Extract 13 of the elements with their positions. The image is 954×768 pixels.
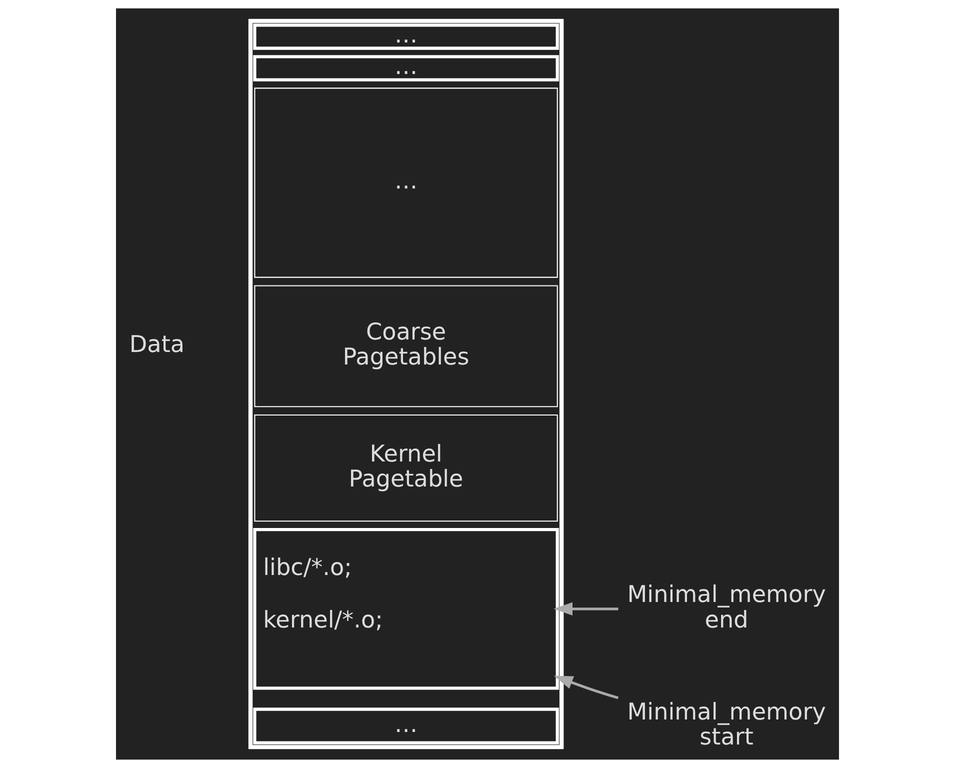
node-box: … xyxy=(252,24,558,50)
node-box: Coarse Pagetables xyxy=(254,285,558,408)
node-box: … xyxy=(252,55,558,82)
node-box: … xyxy=(252,708,558,744)
cluster xyxy=(248,18,564,750)
node-box: Kernel Pagetable xyxy=(254,414,558,522)
arrow xyxy=(553,602,618,616)
label: Data xyxy=(128,332,184,358)
node-text: Minimal_memory end xyxy=(626,582,826,634)
node-text: Minimal_memory start xyxy=(626,699,826,751)
node-box: … xyxy=(254,88,558,278)
node-box: libc/*.o; kernel/*.o; xyxy=(252,528,558,690)
arrow xyxy=(553,676,618,700)
